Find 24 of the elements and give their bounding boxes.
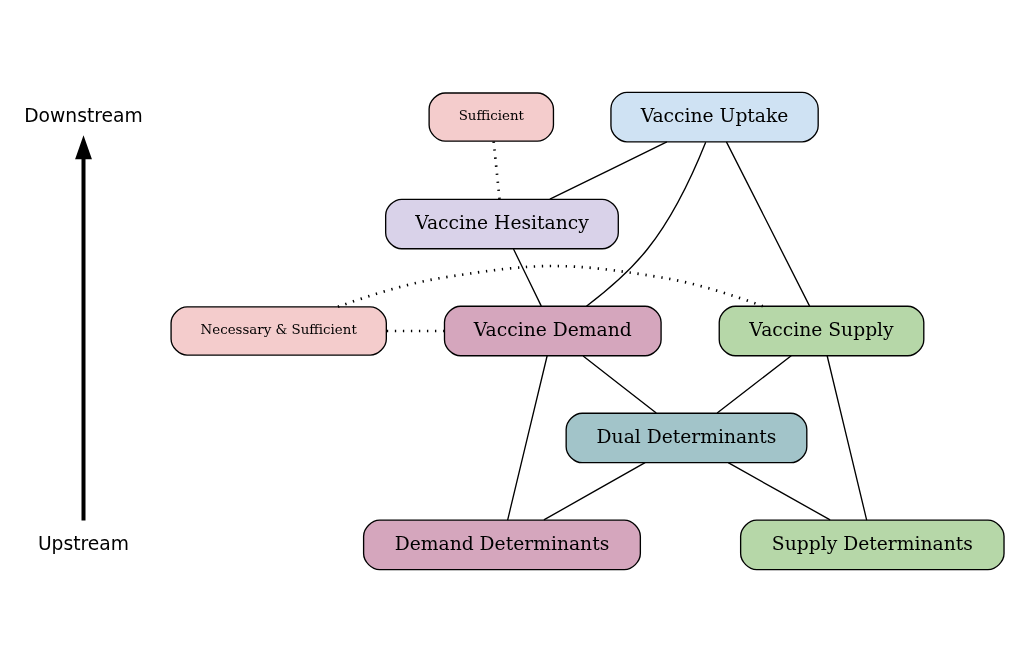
connector <box>826 355 868 521</box>
node-box: Vaccine Demand <box>443 305 662 357</box>
connector <box>585 141 707 307</box>
connector <box>716 355 792 414</box>
connector <box>386 329 444 333</box>
label: Upstream <box>37 532 130 554</box>
connector <box>725 141 811 307</box>
node-box: Dual Determinants <box>565 412 808 464</box>
connector <box>506 355 548 521</box>
connector <box>727 462 831 521</box>
node-box: Necessary & Sufficient <box>170 306 387 356</box>
node-box: Demand Determinants <box>362 519 642 571</box>
node-box: Vaccine Hesitancy <box>385 198 619 250</box>
connector <box>337 264 764 309</box>
node-box: Vaccine Uptake <box>610 91 819 143</box>
connector <box>492 141 501 200</box>
connector <box>543 462 646 521</box>
node-box: Sufficient <box>428 92 555 142</box>
connector <box>582 355 657 414</box>
node-box: Vaccine Supply <box>718 305 925 357</box>
connector <box>512 248 542 307</box>
connector <box>549 141 668 200</box>
label: Downstream <box>24 105 143 127</box>
node-box: Supply Determinants <box>739 519 1005 571</box>
